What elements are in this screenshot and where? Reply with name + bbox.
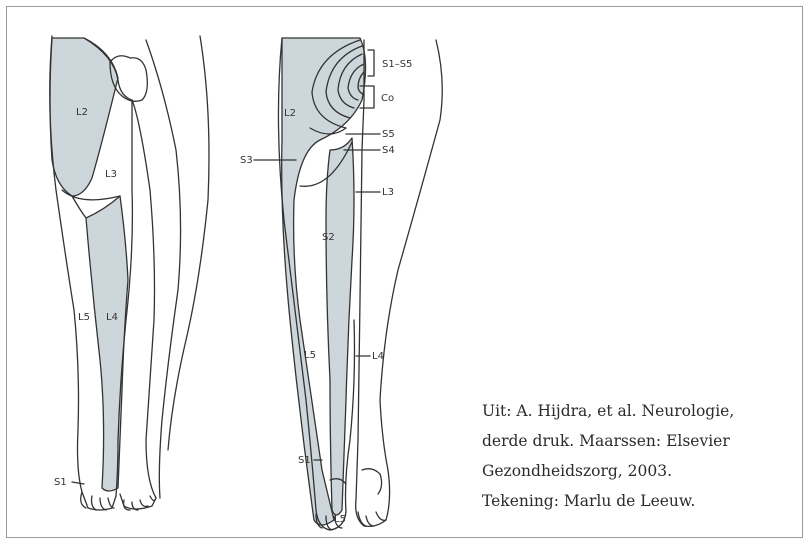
label-front-l5: L5	[78, 312, 90, 323]
label-back-l5-foot: L5	[334, 514, 346, 525]
label-back-s5: S5	[382, 129, 395, 140]
back-s2-region	[326, 138, 354, 515]
label-back-s2: S2	[322, 232, 335, 243]
label-back-co: Co	[381, 93, 394, 104]
label-back-l5: L5	[304, 350, 316, 361]
label-back-l2: L2	[284, 108, 296, 119]
label-back-s4: S4	[382, 145, 395, 156]
label-front-l2: L2	[76, 107, 88, 118]
source-caption: Uit: A. Hijdra, et al. Neurologie, derde…	[482, 396, 802, 516]
label-back-l4: L4	[372, 351, 384, 362]
caption-line-4: Tekening: Marlu de Leeuw.	[482, 486, 802, 516]
label-front-l3: L3	[105, 169, 117, 180]
front-l4-region	[86, 196, 128, 491]
label-front-l4: L4	[106, 312, 118, 323]
label-back-s1-s5: S1–S5	[382, 59, 412, 70]
caption-line-1: Uit: A. Hijdra, et al. Neurologie,	[482, 396, 802, 426]
label-front-s1: S1	[54, 477, 67, 488]
label-back-l3: L3	[382, 187, 394, 198]
front-leg-view	[50, 36, 209, 510]
label-back-s3: S3	[240, 155, 253, 166]
caption-line-3: Gezondheidszorg, 2003.	[482, 456, 802, 486]
caption-line-2: derde druk. Maarssen: Elsevier	[482, 426, 802, 456]
label-back-s1: S1	[298, 455, 311, 466]
